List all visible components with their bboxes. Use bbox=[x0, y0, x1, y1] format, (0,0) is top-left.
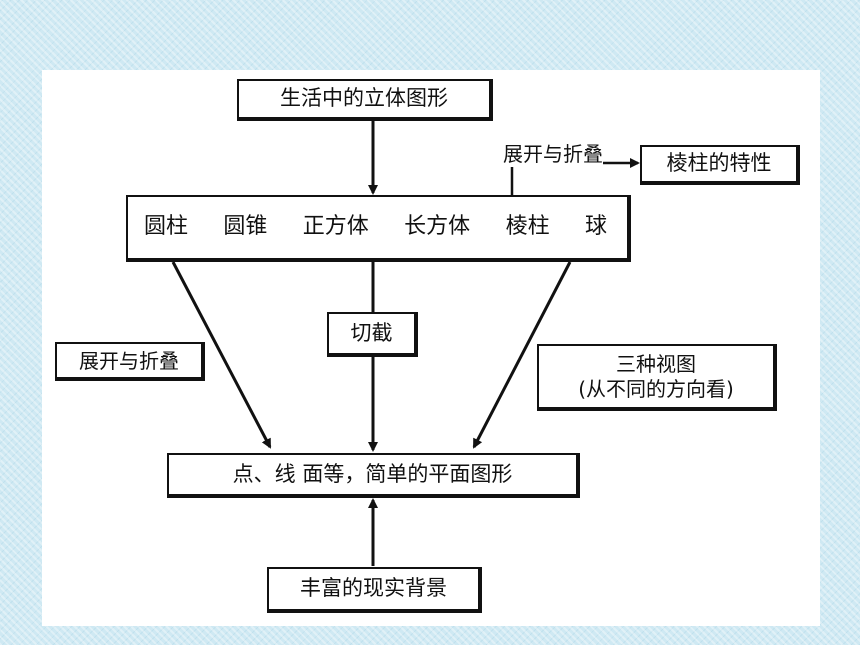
three-views-subtitle: (从不同的方向看) bbox=[578, 376, 734, 401]
shape-cylinder: 圆柱 bbox=[144, 214, 189, 240]
arrow-right-views bbox=[472, 261, 572, 449]
shape-cube: 正方体 bbox=[302, 214, 369, 240]
real-background-box: 丰富的现实背景 bbox=[267, 567, 482, 613]
shape-cone: 圆锥 bbox=[223, 214, 268, 240]
three-views-box: 三种视图 (从不同的方向看) bbox=[537, 344, 777, 411]
shape-prism: 棱柱 bbox=[505, 214, 550, 240]
shape-cuboid: 长方体 bbox=[404, 214, 471, 240]
shape-sphere: 球 bbox=[584, 214, 607, 240]
plane-figures-box: 点、线 面等，简单的平面图形 bbox=[167, 453, 580, 498]
prism-properties-box: 棱柱的特性 bbox=[640, 145, 800, 185]
shapes-box: 圆柱 圆锥 正方体 长方体 棱柱 球 bbox=[126, 195, 631, 262]
unfold-fold-box: 展开与折叠 bbox=[55, 342, 205, 381]
cutting-box: 切截 bbox=[327, 312, 418, 357]
arrow-left-unfold bbox=[171, 261, 272, 449]
prism-unfold-label: 展开与折叠 bbox=[503, 138, 603, 167]
three-views-title: 三种视图 bbox=[616, 351, 696, 376]
solid-figures-box: 生活中的立体图形 bbox=[237, 79, 493, 121]
